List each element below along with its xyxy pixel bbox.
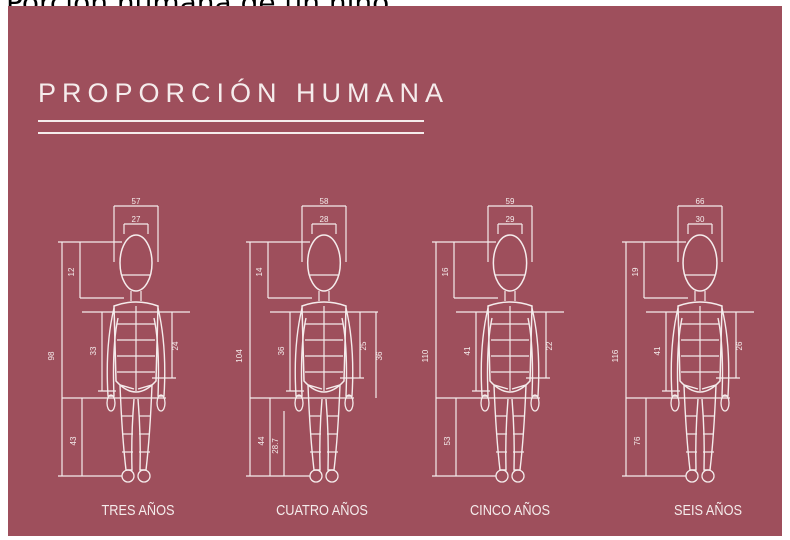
- right-foot: [137, 469, 151, 483]
- knee-height-label: 28.7: [271, 438, 280, 454]
- right-hand: [344, 394, 354, 412]
- right-foot: [325, 469, 339, 483]
- leg-height-label: 53: [443, 436, 452, 445]
- hip-height-label: 24: [171, 341, 180, 350]
- left-hand: [106, 394, 116, 412]
- age-label-6: SEIS AÑOS: [673, 502, 743, 519]
- head-width-label: 29: [506, 215, 515, 224]
- head-shape: [682, 234, 718, 292]
- left-arm: [294, 307, 307, 397]
- right-arm: [341, 307, 354, 397]
- right-arm: [153, 307, 166, 397]
- total-height-label: 110: [421, 349, 430, 362]
- right-hand: [720, 394, 730, 412]
- head-shape: [306, 234, 342, 292]
- left-foot: [495, 469, 509, 483]
- torso-shape: [487, 301, 533, 393]
- left-hand: [294, 394, 304, 412]
- right-foot: [701, 469, 715, 483]
- head-width-label: 28: [320, 215, 329, 224]
- left-hand: [480, 394, 490, 412]
- top-width-label: 59: [506, 197, 515, 206]
- right-foot: [511, 469, 525, 483]
- right-hand: [530, 394, 540, 412]
- torso-shape: [113, 301, 159, 393]
- figure-5-years: 59 29 110 16 41 53 22: [421, 197, 564, 483]
- figure-3-years: 57 27 98 12 33 43 24: [47, 197, 190, 483]
- age-label-5: CINCO AÑOS: [469, 502, 551, 519]
- hip-height-label: 26: [735, 341, 744, 350]
- age-label-3: TRES AÑOS: [101, 502, 175, 519]
- leg-height-label: 43: [69, 436, 78, 445]
- head-height-label: 14: [255, 267, 264, 276]
- figure-4-years: 58 28 104 14 36 44 28.7 25 36: [235, 197, 384, 483]
- head-height-label: 19: [631, 267, 640, 276]
- total-height-label: 116: [611, 349, 620, 362]
- figures-diagram: 57 27 98 12 33 43 24 58 28 104 14 36 44 28.7 25 36 59 29 1…: [47, 197, 754, 483]
- left-hand: [670, 394, 680, 412]
- right-arm: [527, 307, 540, 397]
- head-width-label: 27: [132, 215, 141, 224]
- total-height-label: 104: [235, 349, 244, 363]
- left-arm: [106, 307, 119, 397]
- torso-height-label: 41: [463, 346, 472, 355]
- left-arm: [480, 307, 493, 397]
- hip-height-label: 22: [545, 341, 554, 350]
- head-width-label: 30: [696, 215, 705, 224]
- left-arm: [670, 307, 683, 397]
- leg-height-label: 76: [633, 436, 642, 445]
- head-height-label: 16: [441, 267, 450, 276]
- leg-height-label: 44: [257, 436, 266, 445]
- left-foot: [309, 469, 323, 483]
- torso-height-label: 36: [277, 346, 286, 355]
- proportion-panel: PROPORCIÓN HUMANA 57 27 98 12 33 43 24 58 28 104 1…: [8, 6, 782, 536]
- title-underline: [38, 120, 424, 134]
- top-width-label: 57: [132, 197, 141, 206]
- left-foot: [685, 469, 699, 483]
- torso-height-label: 41: [653, 346, 662, 355]
- torso-height-label: 33: [89, 346, 98, 355]
- hip-height-label: 25: [359, 341, 368, 350]
- figure-6-years: 66 30 116 19 41 76 26: [611, 197, 754, 483]
- right-arm: [717, 307, 730, 397]
- right-hand: [156, 394, 166, 412]
- head-shape: [492, 234, 528, 292]
- torso-shape: [301, 301, 347, 393]
- age-label-4: CUATRO AÑOS: [276, 502, 368, 519]
- total-height-label: 98: [47, 351, 56, 360]
- top-width-label: 66: [696, 197, 705, 206]
- torso-shape: [677, 301, 723, 393]
- panel-title: PROPORCIÓN HUMANA: [38, 78, 450, 108]
- left-foot: [121, 469, 135, 483]
- top-width-label: 58: [320, 197, 329, 206]
- head-height-label: 12: [67, 267, 76, 276]
- head-shape: [119, 234, 153, 292]
- hip-right-height-label: 36: [375, 351, 384, 360]
